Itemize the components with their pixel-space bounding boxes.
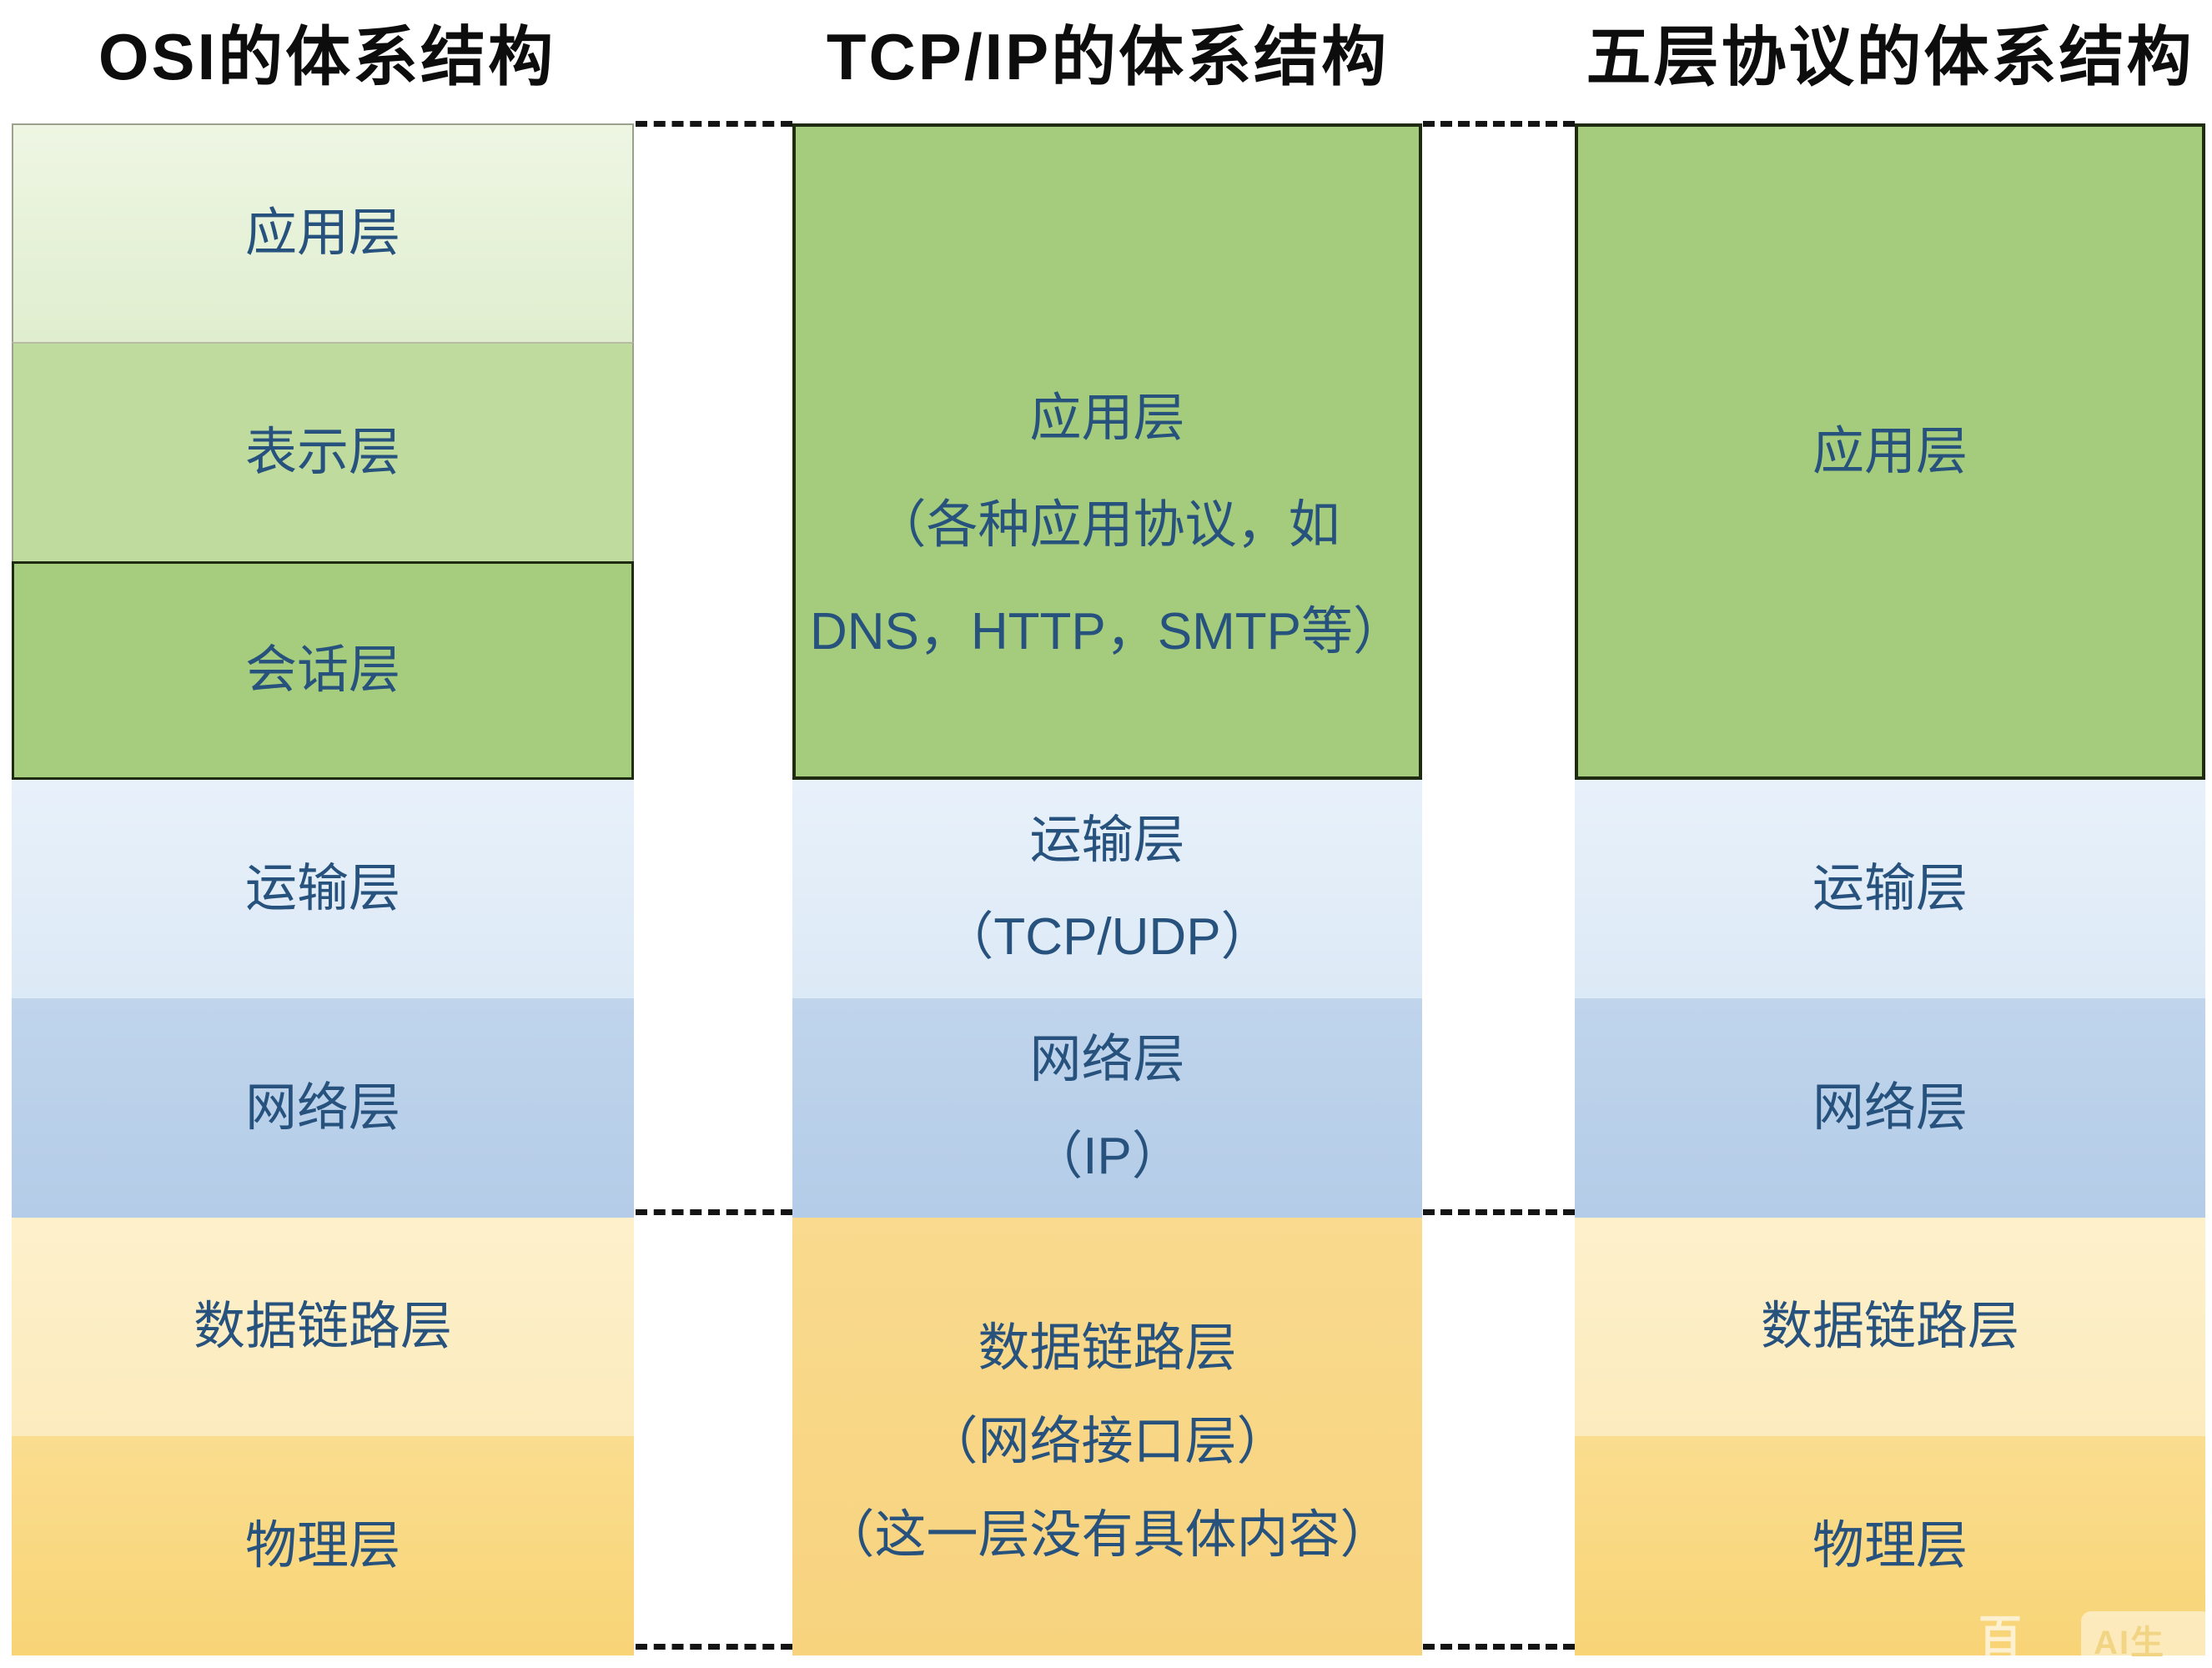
column-five-layer: 应用层 运输层 网络层 数据链路层 物理层 [1575, 123, 2205, 1655]
layer-label: 物理层 [244, 1516, 400, 1575]
layer-label-line: 运输层 [1029, 811, 1185, 869]
dashed-connector-mid-left [636, 1209, 792, 1215]
layer-label-line: 网络层 [1029, 1030, 1185, 1088]
dashed-connector-bottom-left [636, 1644, 792, 1650]
layer-label: 数据链路层 [1760, 1298, 2019, 1356]
layer-label: 网络层 [244, 1078, 400, 1137]
column-title-osi: OSI的体系结构 [98, 20, 556, 93]
layer-osi-network: 网络层 [12, 998, 634, 1218]
layer-osi-application: 应用层 [12, 123, 634, 342]
layer-label: 应用层 [1812, 422, 1968, 480]
layer-osi-presentation: 表示层 [12, 342, 634, 561]
layer-label-line: （各种应用协议，如 [874, 495, 1340, 554]
layer-label-line: 应用层 [1029, 389, 1185, 447]
layer-label: 运输层 （TCP/UDP） [942, 792, 1272, 986]
dashed-connector-mid-right [1423, 1209, 1575, 1215]
layer-label: 运输层 [244, 860, 400, 918]
layer-five-physical: 物理层 [1575, 1436, 2205, 1655]
layer-label-line: DNS，HTTP，SMTP等） [809, 602, 1405, 661]
column-osi: 应用层 表示层 会话层 运输层 网络层 数据链路层 物理层 [12, 123, 634, 1655]
column-title-tcpip: TCP/IP的体系结构 [826, 20, 1390, 93]
layer-label: 运输层 [1812, 860, 1968, 918]
layer-label-line: （这一层没有具体内容） [822, 1505, 1392, 1564]
layer-label: 网络层 [1812, 1078, 1968, 1137]
column-tcpip: 应用层 （各种应用协议，如 DNS，HTTP，SMTP等） 运输层 （TCP/U… [792, 123, 1422, 1655]
layer-tcpip-network-interface: 数据链路层 （网络接口层） （这一层没有具体内容） [792, 1218, 1422, 1655]
dashed-connector-top-left [636, 121, 792, 127]
layer-osi-physical: 物理层 [12, 1436, 634, 1655]
layer-label: 网络层 （IP） [1029, 1012, 1184, 1205]
layer-label-line: （网络接口层） [926, 1412, 1289, 1470]
layer-label: 会话层 [244, 641, 400, 700]
layer-label: 应用层 （各种应用协议，如 DNS，HTTP，SMTP等） [810, 365, 1405, 686]
layer-five-datalink: 数据链路层 [1575, 1218, 2205, 1436]
layer-label: 物理层 [1812, 1516, 1968, 1575]
layer-tcpip-network: 网络层 （IP） [792, 998, 1422, 1218]
layer-label: 应用层 [244, 204, 400, 263]
layer-five-network: 网络层 [1575, 998, 2205, 1218]
layer-five-transport: 运输层 [1575, 780, 2205, 998]
layer-label-line: 数据链路层 [978, 1319, 1237, 1377]
layer-label: 表示层 [244, 423, 400, 481]
layer-tcpip-application: 应用层 （各种应用协议，如 DNS，HTTP，SMTP等） [792, 123, 1422, 780]
layer-osi-transport: 运输层 [12, 780, 634, 998]
dashed-connector-top-right [1423, 121, 1575, 127]
watermark-brand-text: 百度 [1978, 1613, 2026, 1661]
layer-five-application: 应用层 [1575, 123, 2205, 780]
column-title-five: 五层协议的体系结构 [1586, 20, 2194, 93]
layer-label-line: （TCP/UDP） [942, 908, 1273, 966]
layer-osi-session: 会话层 [12, 561, 634, 780]
layer-osi-datalink: 数据链路层 [12, 1218, 634, 1436]
watermark-ai-badge: AI生成 [2081, 1611, 2212, 1668]
layer-label: 数据链路层 [193, 1298, 452, 1356]
watermark: 百度 AI生成 [1978, 1601, 2212, 1668]
dashed-connector-bottom-right [1423, 1644, 1575, 1650]
layer-label: 数据链路层 （网络接口层） （这一层没有具体内容） [822, 1302, 1391, 1582]
layer-tcpip-transport: 运输层 （TCP/UDP） [792, 780, 1422, 998]
layer-label-line: （IP） [1031, 1127, 1184, 1185]
